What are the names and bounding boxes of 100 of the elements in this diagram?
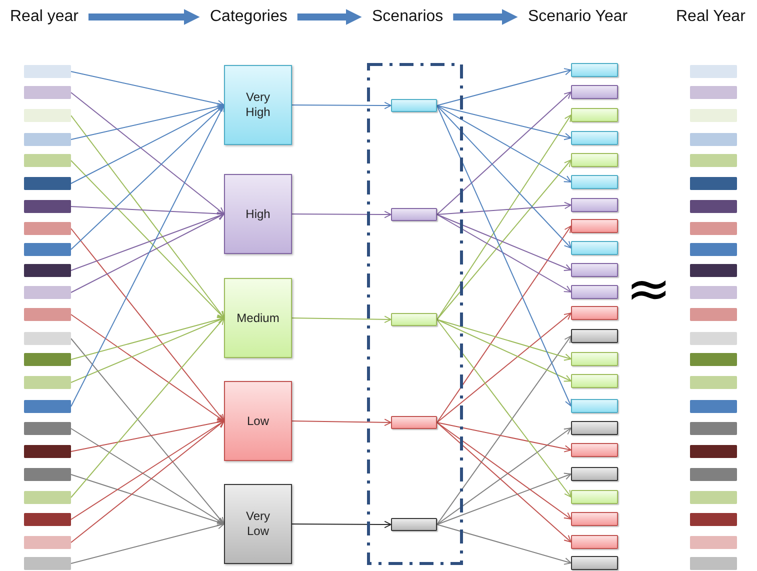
year-color-bar <box>24 222 71 235</box>
year-color-bar <box>690 308 737 321</box>
arrow <box>70 228 224 422</box>
arrow <box>436 105 572 140</box>
year-color-bar <box>24 86 71 99</box>
arrow <box>70 317 224 383</box>
scenario-year-bar <box>571 306 618 320</box>
arrow <box>436 472 572 525</box>
arrow <box>70 102 224 140</box>
arrow <box>70 104 224 184</box>
year-color-bar <box>24 200 71 213</box>
arrow <box>88 9 200 25</box>
scenario-year-bar <box>571 556 618 570</box>
arrow <box>436 214 572 292</box>
year-color-bar <box>690 332 737 345</box>
category-box <box>224 278 292 358</box>
year-color-bar <box>690 264 737 277</box>
year-color-bar <box>690 557 737 570</box>
scenario-year-bar <box>571 131 618 145</box>
year-color-bar <box>24 376 71 389</box>
arrow <box>70 314 224 422</box>
category-box <box>224 174 292 254</box>
scenario-year-bar <box>571 352 618 366</box>
year-color-bar <box>690 109 737 122</box>
arrow <box>70 420 224 543</box>
scenario-bar <box>391 416 437 429</box>
arrow <box>70 92 224 214</box>
year-color-bar <box>24 308 71 321</box>
year-color-bar <box>690 65 737 78</box>
arrow <box>436 160 572 320</box>
arrow <box>436 226 572 423</box>
arrow <box>436 319 572 361</box>
arrow <box>70 71 224 108</box>
arrow <box>436 105 572 182</box>
year-color-bar <box>690 491 737 504</box>
category-label: Very High <box>244 90 272 120</box>
scenario-year-bar <box>571 467 618 481</box>
year-color-bar <box>690 177 737 190</box>
arrow <box>436 114 572 320</box>
year-color-bar <box>24 177 71 190</box>
scenario-year-bar <box>571 490 618 504</box>
category-box <box>224 65 292 145</box>
year-color-bar <box>690 468 737 481</box>
year-color-bar <box>24 353 71 366</box>
scenario-year-bar <box>571 285 618 299</box>
scenario-year-bar <box>571 329 618 343</box>
arrow <box>70 338 224 524</box>
arrow <box>70 474 224 526</box>
arrow <box>436 202 572 215</box>
scenario-year-bar <box>571 153 618 167</box>
arrow <box>292 418 392 426</box>
arrow <box>70 522 224 564</box>
year-color-bar <box>24 491 71 504</box>
arrow <box>292 102 392 110</box>
scenario-year-bar <box>571 374 618 388</box>
year-color-bar <box>24 332 71 345</box>
arrow <box>436 105 572 248</box>
arrow <box>436 319 572 498</box>
category-box <box>224 484 292 564</box>
scenario-bar <box>391 313 437 326</box>
year-color-bar <box>690 200 737 213</box>
year-color-bar <box>24 422 71 435</box>
year-color-bar <box>24 109 71 122</box>
arrow <box>70 318 224 498</box>
year-color-bar <box>690 243 737 256</box>
year-color-bar <box>690 286 737 299</box>
year-color-bar <box>690 536 737 549</box>
arrow <box>70 104 224 250</box>
scenario-year-bar <box>571 198 618 212</box>
column-heading: Scenarios <box>372 7 444 27</box>
arrow <box>292 316 392 324</box>
year-color-bar <box>690 133 737 146</box>
year-color-bar <box>24 133 71 146</box>
scenario-year-bar <box>571 63 618 77</box>
scenario-bar <box>391 518 437 531</box>
arrow <box>70 214 224 293</box>
category-box <box>224 381 292 461</box>
scenario-year-bar <box>571 443 618 457</box>
scenario-year-bar <box>571 263 618 277</box>
category-label: Low <box>246 414 270 428</box>
year-color-bar <box>24 445 71 458</box>
year-color-bar <box>24 65 71 78</box>
year-color-bar <box>24 557 71 570</box>
arrow <box>436 422 572 542</box>
column-heading: Real Year <box>676 7 746 27</box>
year-color-bar <box>24 154 71 167</box>
arrow <box>297 9 362 25</box>
year-color-bar <box>690 513 737 526</box>
scenario-year-bar <box>571 175 618 189</box>
scenario-bar <box>391 99 437 112</box>
year-color-bar <box>690 222 737 235</box>
arrow <box>70 104 224 407</box>
year-color-bar <box>690 445 737 458</box>
arrow <box>70 212 224 271</box>
scenario-year-bar <box>571 399 618 413</box>
arrow <box>436 422 572 452</box>
arrow <box>436 524 572 565</box>
year-color-bar <box>24 536 71 549</box>
year-color-bar <box>690 422 737 435</box>
year-color-bar <box>24 468 71 481</box>
